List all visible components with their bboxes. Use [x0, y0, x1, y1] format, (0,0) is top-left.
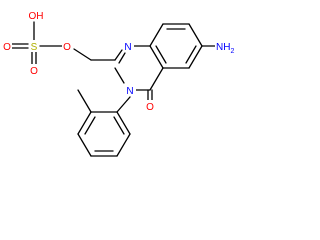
atom-nh2-main: NH: [216, 42, 230, 53]
bond-c7-c6: [188, 23, 203, 47]
structure-canvas: OH S O O O N N O NH2: [2, 9, 243, 157]
bond-n3-aryl: [116, 96, 131, 113]
bonds: [11, 21, 217, 157]
bond-tol-c2-c3: [77, 111, 92, 135]
bond-c6-c5-inner: [185, 45, 197, 64]
atom-nh2: NH2: [216, 42, 234, 55]
bond-tol-c6-c1-inner: [113, 116, 125, 135]
atom-n1: N: [124, 42, 131, 53]
bond-tol-c3-c4: [77, 133, 92, 157]
atom-oh: OH: [29, 11, 44, 22]
bond-tol-c5-c6: [116, 133, 131, 157]
bond-c4a-c4: [149, 67, 164, 91]
bond-o-ch2: [73, 48, 92, 61]
molecule-diagram: OH S O O O N N O NH2: [2, 9, 243, 157]
atom-n3: N: [126, 86, 133, 97]
atom-labels: OH S O O O N N O NH2: [2, 9, 243, 113]
bond-tol-c2-c3-inner: [84, 116, 96, 135]
bond-tol-methyl: [77, 89, 92, 113]
bond-n3-c2: [114, 67, 125, 84]
bond-c8a-c4a: [149, 45, 164, 69]
bond-c2-n1-b: [118, 52, 126, 64]
atom-o-bottom: O: [30, 66, 38, 77]
atom-sulfur: S: [31, 42, 38, 53]
bond-c8a-c4a-inner: [155, 45, 167, 64]
bond-c8a-c8: [149, 23, 164, 47]
bond-c6-c5: [188, 45, 203, 69]
atom-o-carbonyl: O: [146, 102, 154, 113]
bond-c2-n1-a: [114, 49, 123, 61]
atom-nh2-subscript: 2: [230, 48, 234, 55]
bond-tol-c6-c1: [116, 111, 131, 135]
atom-o-left: O: [3, 42, 11, 53]
atom-o-bridge: O: [63, 42, 71, 53]
